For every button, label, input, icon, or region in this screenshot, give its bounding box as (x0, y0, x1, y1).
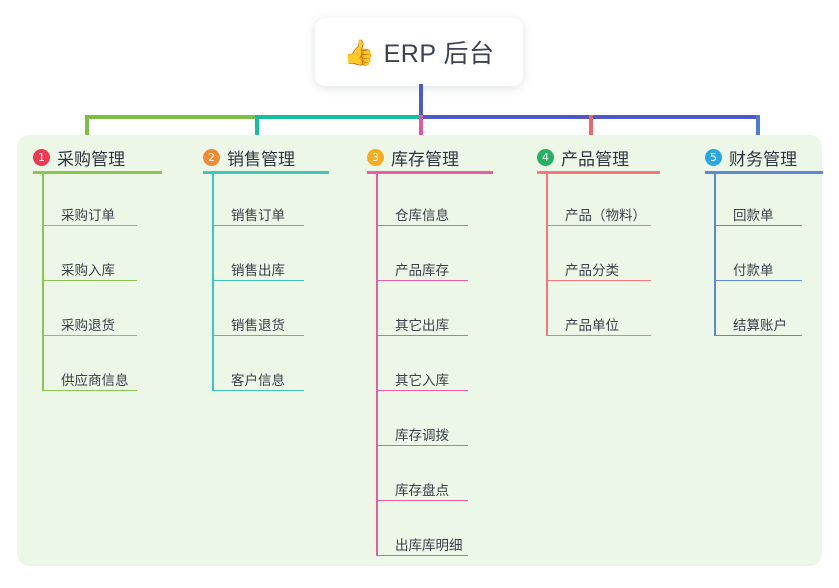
leaf-label-finance-1[interactable]: 回款单 (733, 208, 774, 223)
bar-segment-green (85, 115, 257, 119)
branch-header-product[interactable]: 4 产品管理 (537, 145, 629, 170)
leaf-label-sales-1[interactable]: 销售订单 (231, 208, 285, 223)
branch-title-finance: 财务管理 (729, 150, 797, 169)
leaf-underline-inventory-6 (376, 500, 468, 501)
branch-spine-finance (714, 171, 716, 335)
branch-title-inventory: 库存管理 (391, 150, 459, 169)
branch-title-purchase: 采购管理 (57, 150, 125, 169)
leaf-underline-sales-1 (212, 225, 304, 226)
branch-badge-sales: 2 (203, 149, 220, 166)
branch-underline-inventory (367, 171, 493, 174)
branch-badge-inventory: 3 (367, 149, 384, 166)
leaf-label-inventory-5[interactable]: 库存调拨 (395, 428, 449, 443)
leaf-underline-inventory-1 (376, 225, 468, 226)
leaf-underline-product-3 (546, 335, 651, 336)
root-node-title: ERP 后台 (383, 40, 495, 68)
leaf-label-finance-2[interactable]: 付款单 (733, 263, 774, 278)
leaf-underline-sales-4 (212, 390, 304, 391)
thumbs-up-icon: 👍 (343, 37, 375, 67)
leaf-label-inventory-7[interactable]: 出库库明细 (395, 538, 463, 553)
branch-badge-finance: 5 (705, 149, 722, 166)
bar-segment-teal (257, 115, 421, 119)
leaf-underline-inventory-3 (376, 335, 468, 336)
leaf-label-finance-3[interactable]: 结算账户 (733, 318, 787, 333)
leaf-label-purchase-2[interactable]: 采购入库 (61, 263, 115, 278)
leaf-underline-inventory-7 (376, 555, 468, 556)
leaf-label-purchase-1[interactable]: 采购订单 (61, 208, 115, 223)
root-trunk-connector (419, 84, 423, 117)
branch-underline-sales (203, 171, 329, 174)
branch-underline-purchase (33, 171, 162, 174)
leaf-label-inventory-1[interactable]: 仓库信息 (395, 208, 449, 223)
leaf-label-product-2[interactable]: 产品分类 (565, 263, 619, 278)
branch-badge-purchase: 1 (33, 149, 50, 166)
branch-spine-inventory (376, 171, 378, 555)
branch-spine-product (546, 171, 548, 335)
leaf-label-product-1[interactable]: 产品（物料） (565, 208, 646, 223)
leaf-underline-finance-1 (714, 225, 802, 226)
leaf-underline-purchase-3 (42, 335, 137, 336)
branch-header-finance[interactable]: 5 财务管理 (705, 145, 797, 170)
branch-title-sales: 销售管理 (227, 150, 295, 169)
leaf-underline-product-2 (546, 280, 651, 281)
leaf-label-product-3[interactable]: 产品单位 (565, 318, 619, 333)
leaf-underline-purchase-4 (42, 390, 137, 391)
branch-header-purchase[interactable]: 1 采购管理 (33, 145, 125, 170)
leaf-underline-finance-2 (714, 280, 802, 281)
branch-underline-finance (705, 171, 823, 174)
leaf-label-inventory-2[interactable]: 产品库存 (395, 263, 449, 278)
leaf-label-sales-2[interactable]: 销售出库 (231, 263, 285, 278)
leaf-underline-inventory-2 (376, 280, 468, 281)
leaf-label-sales-3[interactable]: 销售退货 (231, 318, 285, 333)
leaf-label-inventory-6[interactable]: 库存盘点 (395, 483, 449, 498)
branch-badge-product: 4 (537, 149, 554, 166)
leaf-underline-purchase-2 (42, 280, 137, 281)
leaf-label-inventory-3[interactable]: 其它出库 (395, 318, 449, 333)
leaf-underline-purchase-1 (42, 225, 137, 226)
branch-header-sales[interactable]: 2 销售管理 (203, 145, 295, 170)
branches-panel: 1 采购管理采购订单采购入库采购退货供应商信息 2 销售管理销售订单销售出库销售退货客… (17, 135, 823, 566)
leaf-label-inventory-4[interactable]: 其它入库 (395, 373, 449, 388)
leaf-label-purchase-4[interactable]: 供应商信息 (61, 373, 129, 388)
leaf-underline-product-1 (546, 225, 651, 226)
leaf-underline-inventory-5 (376, 445, 468, 446)
leaf-label-sales-4[interactable]: 客户信息 (231, 373, 285, 388)
branch-underline-product (537, 171, 660, 174)
leaf-underline-finance-3 (714, 335, 802, 336)
branch-title-product: 产品管理 (561, 150, 629, 169)
leaf-underline-inventory-4 (376, 390, 468, 391)
leaf-label-purchase-3[interactable]: 采购退货 (61, 318, 115, 333)
root-node-erp-backend[interactable]: 👍 ERP 后台 (315, 18, 523, 86)
leaf-underline-sales-3 (212, 335, 304, 336)
branch-header-inventory[interactable]: 3 库存管理 (367, 145, 459, 170)
drop-product (589, 115, 593, 153)
leaf-underline-sales-2 (212, 280, 304, 281)
